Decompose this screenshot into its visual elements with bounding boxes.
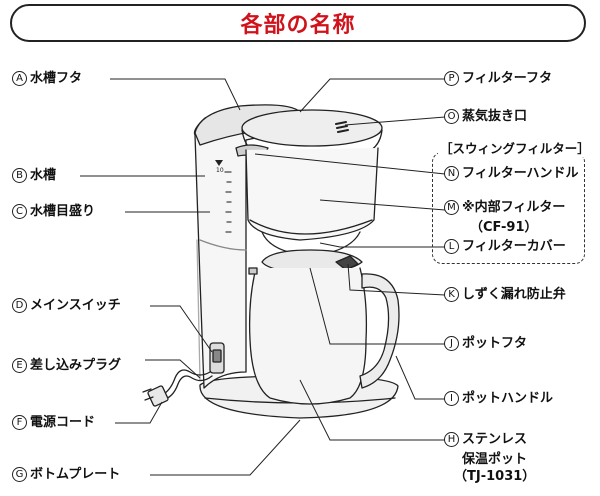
thermal-pot-subtitle: 保温ポット <box>462 452 528 467</box>
part-mark: D <box>12 298 27 313</box>
thermal-pot-model: （TJ-1031） <box>454 469 536 484</box>
part-mark: J <box>444 336 459 351</box>
part-label: ポットフタ <box>462 336 528 351</box>
title-frame: 各部の名称 <box>10 4 586 42</box>
part-label: ※内部フィルター <box>462 200 566 215</box>
part-mark: O <box>444 109 459 124</box>
label-drip-stop-valve: K しずく漏れ防止弁 <box>444 287 566 302</box>
part-label: フィルターフタ <box>462 71 552 86</box>
filter-body <box>245 147 379 241</box>
label-main-switch: D メインスイッチ <box>12 298 121 313</box>
label-power-plug: E 差し込みプラグ <box>12 358 121 373</box>
drip-stop-valve <box>335 255 359 271</box>
part-label: 水槽目盛り <box>30 204 96 219</box>
part-mark: I <box>444 391 459 406</box>
label-thermal-pot: H ステンレス <box>444 432 527 447</box>
part-mark: F <box>12 415 27 430</box>
label-filter-cover: L フィルターカバー <box>444 239 566 254</box>
scale-mark-10: 10 <box>216 167 224 174</box>
part-mark: K <box>444 287 459 302</box>
water-scale-marks <box>224 171 232 233</box>
inner-filter-model: （CF-91） <box>470 220 538 235</box>
part-label: しずく漏れ防止弁 <box>462 287 566 302</box>
part-mark: L <box>444 239 459 254</box>
label-steam-vent: O 蒸気抜き口 <box>444 109 527 124</box>
part-label: 蒸気抜き口 <box>462 109 528 124</box>
part-mark: G <box>12 467 27 482</box>
part-mark: C <box>12 204 27 219</box>
part-label: ステンレス <box>462 432 528 447</box>
part-label: 差し込みプラグ <box>30 358 122 373</box>
part-label: ポットハンドル <box>462 391 554 406</box>
part-mark: H <box>444 432 459 447</box>
part-label: フィルターハンドル <box>462 166 579 181</box>
label-water-tank: B 水槽 <box>12 168 56 183</box>
label-tank-lid: A 水槽フタ <box>12 71 82 86</box>
part-label: フィルターカバー <box>462 239 566 254</box>
label-water-scale: C 水槽目盛り <box>12 204 95 219</box>
part-label: メインスイッチ <box>30 298 121 313</box>
diagram-title: 各部の名称 <box>240 13 356 38</box>
part-label: ボトムプレート <box>30 467 121 482</box>
label-bottom-plate: G ボトムプレート <box>12 467 120 482</box>
part-mark: A <box>12 71 27 86</box>
label-pot-lid: J ポットフタ <box>444 336 527 351</box>
power-cord <box>159 369 211 397</box>
part-mark: P <box>444 71 459 86</box>
pot-handle <box>359 273 400 389</box>
label-filter-handle: N フィルターハンドル <box>444 166 578 181</box>
part-mark: B <box>12 168 27 183</box>
label-filter-lid: P フィルターフタ <box>444 71 552 86</box>
part-mark: N <box>444 166 459 181</box>
part-label: 電源コード <box>30 415 96 430</box>
part-label: 水槽フタ <box>30 71 83 86</box>
swing-filter-group-label: ［スウィングフィルター］ <box>438 138 592 157</box>
filter-lid <box>241 109 383 147</box>
label-inner-filter: M ※内部フィルター <box>444 200 565 215</box>
label-power-cord: F 電源コード <box>12 415 95 430</box>
thermal-pot <box>248 267 368 405</box>
label-pot-handle: I ポットハンドル <box>444 391 553 406</box>
part-label: 水槽 <box>30 168 57 183</box>
part-mark: M <box>444 200 459 215</box>
part-mark: E <box>12 358 27 373</box>
